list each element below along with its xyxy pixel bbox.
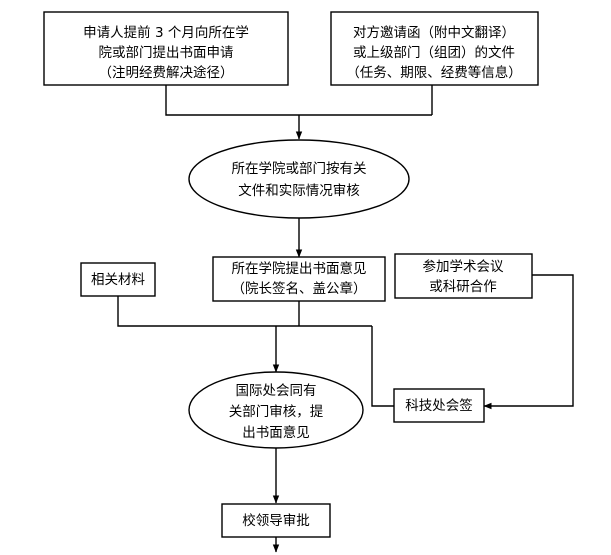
node-written-opinion-line1: 所在学院提出书面意见: [232, 260, 367, 277]
edge-apply-to-merge: [165, 85, 432, 116]
node-conference[interactable]: 参加学术会议 或科研合作: [394, 253, 533, 299]
node-tech-office[interactable]: 科技处会签: [393, 388, 485, 423]
node-materials-line1: 相关材料: [91, 272, 145, 288]
node-materials-box[interactable]: [80, 262, 156, 297]
connectors-layer: [117, 85, 574, 553]
node-written-opinion[interactable]: 所在学院提出书面意见 （院长签名、盖公章）: [212, 256, 386, 302]
node-intl-office-line3: 出书面意见: [242, 424, 310, 441]
node-conference-box[interactable]: [394, 253, 533, 299]
node-apply-box[interactable]: [43, 11, 289, 86]
node-invitation-line1: 对方邀请函（附中文翻译）: [353, 25, 515, 41]
node-invitation-line2: 或上级部门（组团）的文件: [353, 45, 515, 61]
node-leader-approval-box[interactable]: [221, 503, 331, 538]
edge-materials-to-bus: [117, 296, 372, 327]
node-college-review-line1: 所在学院或部门按有关: [232, 161, 367, 177]
node-written-opinion-box[interactable]: [212, 256, 386, 302]
node-college-review-ellipse[interactable]: [188, 139, 410, 219]
node-written-opinion-line2: （院长签名、盖公章）: [232, 280, 367, 297]
node-intl-office-line2: 关部门审核，提: [229, 404, 324, 420]
node-apply-line1: 申请人提前 3 个月向所在学: [83, 24, 249, 41]
node-conference-line2: 或科研合作: [429, 279, 497, 295]
node-apply[interactable]: 申请人提前 3 个月向所在学 院或部门提出书面申请 （注明经费解决途径）: [43, 11, 289, 86]
node-tech-office-line1: 科技处会签: [405, 397, 473, 414]
node-intl-office[interactable]: 国际处会同有 关部门审核，提 出书面意见: [188, 371, 364, 449]
node-materials[interactable]: 相关材料: [80, 262, 156, 297]
node-tech-office-box[interactable]: [393, 388, 485, 423]
node-college-review-line2: 文件和实际情况审核: [238, 183, 360, 199]
edge-conference-to-tech-office: [483, 274, 574, 410]
edge-tech-office-to-bus: [371, 326, 394, 407]
node-college-review[interactable]: 所在学院或部门按有关 文件和实际情况审核: [188, 139, 410, 219]
node-invitation-line3: （任务、期限、经费等信息）: [346, 64, 522, 81]
node-invitation-box[interactable]: [330, 11, 539, 86]
node-intl-office-line1: 国际处会同有: [236, 383, 317, 399]
node-leader-approval-line1: 校领导审批: [242, 512, 310, 529]
node-apply-line2: 院或部门提出书面申请: [99, 45, 234, 61]
node-conference-line1: 参加学术会议: [423, 258, 504, 275]
node-intl-office-ellipse[interactable]: [188, 371, 364, 449]
node-leader-approval[interactable]: 校领导审批: [221, 503, 331, 538]
node-apply-line3: （注明经费解决途径）: [99, 64, 234, 81]
node-invitation[interactable]: 对方邀请函（附中文翻译） 或上级部门（组团）的文件 （任务、期限、经费等信息）: [330, 11, 539, 86]
